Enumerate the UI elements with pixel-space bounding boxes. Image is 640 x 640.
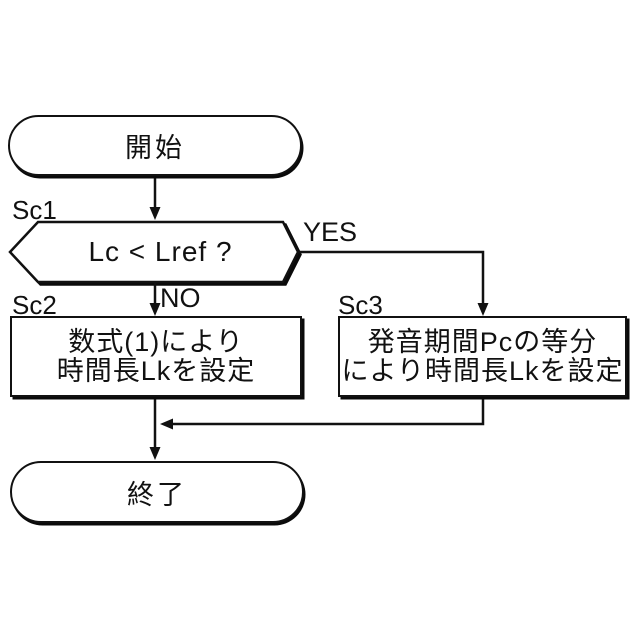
decision-hexagon xyxy=(8,220,302,286)
end-node: 終了 xyxy=(10,461,304,523)
process-sc3-step-id: Sc3 xyxy=(338,290,383,320)
process-sc2-line2: 時間長Lkを設定 xyxy=(56,355,256,386)
start-node-label: 開始 xyxy=(125,133,185,163)
no-branch-label: NO xyxy=(160,283,201,313)
start-node: 開始 xyxy=(8,115,302,176)
arrow-sc2-to-end xyxy=(149,397,161,460)
arrow-no-branch xyxy=(149,283,161,316)
decision-label: Lc < Lref ? xyxy=(88,236,233,267)
process-sc2-line1: 数式(1)により xyxy=(68,326,244,357)
yes-branch-label: YES xyxy=(303,217,358,247)
arrow-start-to-decision xyxy=(149,176,161,220)
arrow-sc3-to-junction xyxy=(160,397,485,430)
process-sc3-line1: 発音期間Pcの等分 xyxy=(367,326,598,357)
end-node-label: 終了 xyxy=(127,479,187,510)
process-sc2-step-id: Sc2 xyxy=(12,290,57,320)
process-sc3-line2: により時間長Lkを設定 xyxy=(341,355,624,386)
process-sc3-node: 発音期間Pcの等分 により時間長Lkを設定 xyxy=(338,316,627,397)
arrow-yes-branch xyxy=(298,250,489,316)
decision-step-id: Sc1 xyxy=(12,195,57,225)
process-sc2-node: 数式(1)により 時間長Lkを設定 xyxy=(10,316,302,397)
